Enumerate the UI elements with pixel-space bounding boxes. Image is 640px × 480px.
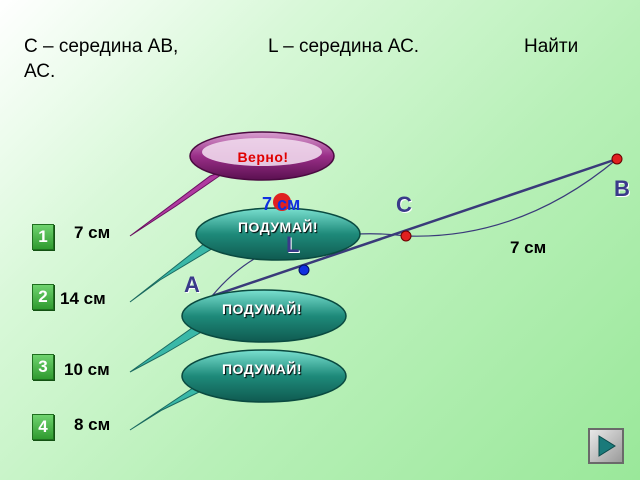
label-point-c: C <box>396 192 412 217</box>
bubble-think2-text: ПОДУМАЙ! <box>221 301 303 317</box>
label-point-b: B <box>614 176 630 201</box>
label-point-a: A <box>184 272 200 297</box>
bubble-think3-text: ПОДУМАЙ! <box>221 361 303 377</box>
option-2-number[interactable]: 2 <box>32 284 54 310</box>
bubble-think3 <box>181 349 347 403</box>
task-part-4: АС. <box>24 61 56 82</box>
option-1-number[interactable]: 1 <box>32 224 54 250</box>
point-l <box>298 264 310 276</box>
segment-cb-measure: 7 см <box>510 238 547 257</box>
next-arrow-icon <box>598 435 616 457</box>
next-button[interactable] <box>588 428 624 464</box>
option-1-answer[interactable]: 7 см <box>74 223 111 242</box>
bubble-think2 <box>181 289 347 343</box>
option-3-answer[interactable]: 10 см <box>64 360 110 379</box>
task-part-1: С – середина АВ, <box>24 36 179 57</box>
arc-cb <box>405 158 618 237</box>
overlay-measure: 7 см <box>262 194 301 214</box>
option-3-number[interactable]: 3 <box>32 354 54 380</box>
segment-ab <box>211 157 618 298</box>
bubble-correct-text: Верно! <box>237 149 289 165</box>
option-4-answer[interactable]: 8 см <box>74 415 111 434</box>
point-c <box>400 230 412 242</box>
task-part-3: Найти <box>524 36 579 57</box>
label-point-l: L <box>286 232 300 257</box>
option-4-number[interactable]: 4 <box>32 414 54 440</box>
bubble-think1-text: ПОДУМАЙ! <box>237 219 319 235</box>
point-b <box>611 153 623 165</box>
point-red-overlay <box>273 193 291 211</box>
task-part-2: L – середина АС. <box>268 36 420 57</box>
option-2-answer[interactable]: 14 см <box>60 289 106 308</box>
